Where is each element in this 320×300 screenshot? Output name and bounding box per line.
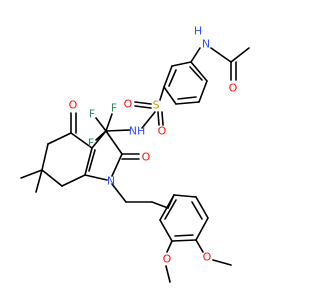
- bond: [163, 86, 177, 105]
- amide-o-label: O: [229, 82, 238, 95]
- bond: [159, 219, 173, 242]
- bond: [41, 143, 49, 171]
- bond: [171, 61, 192, 67]
- bond: [141, 111, 156, 129]
- bond: [105, 113, 113, 132]
- bond: [105, 130, 123, 155]
- bond: [20, 169, 43, 179]
- bond: [175, 101, 200, 105]
- bond: [168, 69, 177, 87]
- bond: [111, 183, 127, 203]
- bond: [95, 117, 107, 132]
- methoxy-o2-label: O: [203, 251, 212, 264]
- bond: [134, 105, 152, 109]
- methoxy-o1-label: O: [163, 253, 172, 266]
- bond: [91, 130, 107, 149]
- cf3-f3-label: F: [88, 137, 94, 150]
- bond: [171, 239, 197, 242]
- bond: [47, 132, 72, 145]
- bond: [84, 147, 93, 176]
- bond: [157, 111, 160, 126]
- bond: [174, 234, 194, 237]
- bond: [230, 47, 250, 63]
- bond: [195, 217, 209, 241]
- bond: [151, 201, 169, 209]
- ring-n-label: N: [107, 175, 115, 188]
- bond: [195, 196, 209, 219]
- bond: [61, 174, 86, 187]
- bond: [191, 201, 203, 220]
- atom-labels: H N O S O O NH F F F O O N O O: [69, 25, 238, 266]
- bond: [35, 169, 43, 193]
- bond: [159, 194, 175, 221]
- bond: [70, 132, 93, 149]
- bond: [189, 66, 203, 81]
- bond: [164, 199, 177, 220]
- amide-n-label: N: [202, 38, 210, 51]
- bond: [165, 265, 171, 283]
- bond: [210, 47, 232, 63]
- bond: [198, 80, 208, 103]
- sulfonyl-s-label: S: [153, 99, 160, 112]
- bond: [111, 153, 123, 177]
- bond: [88, 149, 96, 172]
- bond: [166, 240, 173, 253]
- sulfonamide-nh-label: NH: [129, 125, 146, 138]
- bond: [161, 111, 164, 126]
- bond: [195, 239, 204, 253]
- bond: [177, 96, 197, 100]
- cf3-f2-label: F: [89, 108, 95, 121]
- sulfonyl-o-bottom-label: O: [158, 125, 167, 138]
- sulfonyl-o-left-label: O: [124, 98, 133, 111]
- cf3-f1-label: F: [111, 102, 117, 115]
- bond: [134, 101, 152, 105]
- lactam-o-label: O: [142, 151, 151, 164]
- bond: [190, 47, 201, 63]
- bonds: [20, 47, 250, 283]
- bond: [212, 259, 232, 266]
- bond: [159, 86, 165, 101]
- ketone-o-label: O: [69, 99, 78, 112]
- bond: [190, 61, 208, 82]
- bond: [163, 65, 173, 88]
- bond: [84, 174, 108, 181]
- bond: [173, 194, 197, 198]
- bond: [41, 169, 63, 187]
- molecule-structure: H N O S O O NH F F F O O N O O: [20, 25, 250, 283]
- bond: [105, 129, 131, 132]
- amide-nh-label: H: [194, 25, 202, 38]
